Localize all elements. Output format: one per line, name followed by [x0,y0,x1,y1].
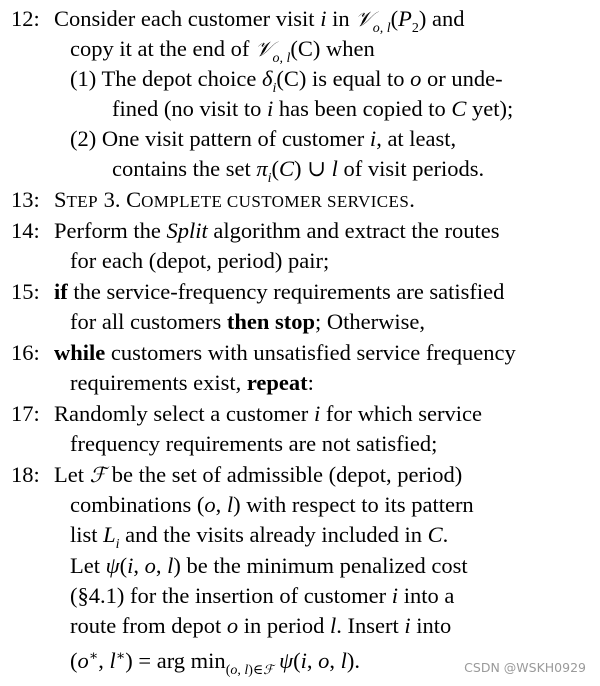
line-number: 12: [11,6,40,31]
script-v-symbol: 𝒱 [355,7,373,31]
line-text: Consider each customer visit i in 𝒱o, l(… [54,6,465,36]
line-text: for each (depot, period) pair; [70,248,330,273]
step-heading: STEP 3. COMPLETE CUSTOMER SERVICES. [54,187,415,212]
script-v-symbol: 𝒱 [254,37,273,61]
line-number: 16: [11,340,40,365]
line-number: 18: [11,462,40,487]
line-text: combinations (o, l) with respect to its … [70,492,474,517]
line-text: list Li and the visits already included … [70,522,449,552]
line-text: fined (no visit to i has been copied to … [112,96,514,121]
line-number: 17: [11,401,40,426]
line-number: 14: [11,218,40,243]
watermark: CSDN @WSKH0929 [464,660,586,675]
script-f-symbol: ℱ [89,463,107,487]
line-text: requirements exist, repeat: [70,370,314,395]
line-text: copy it at the end of 𝒱o, l(C) when [70,36,375,66]
line-text: if the service-frequency requirements ar… [54,279,505,304]
line-text: route from depot o in period l. Insert i… [70,613,452,638]
line-text: frequency requirements are not satisfied… [70,431,438,456]
line-text: Let ψ(i, o, l) be the minimum penalized … [70,553,468,578]
line-text: (1) The depot choice δi(C) is equal to o… [70,66,503,96]
line-text: Perform the Split algorithm and extract … [54,218,500,243]
line-text: Randomly select a customer i for which s… [54,401,483,426]
line-text: (§4.1) for the insertion of customer i i… [70,583,455,608]
line-text: (2) One visit pattern of customer i, at … [70,126,457,151]
line-number: 13: [11,187,40,212]
line-text: contains the set πi(C) ∪ l of visit peri… [112,156,485,186]
line-text: Let ℱ be the set of admissible (depot, p… [54,462,463,487]
line-text: (o∗, l∗) = arg min(o, l)∈ℱ ψ(i, o, l). [70,648,361,678]
line-text: while customers with unsatisfied service… [54,340,516,365]
line-text: for all customers then stop; Otherwise, [70,309,425,334]
line-number: 15: [11,279,40,304]
